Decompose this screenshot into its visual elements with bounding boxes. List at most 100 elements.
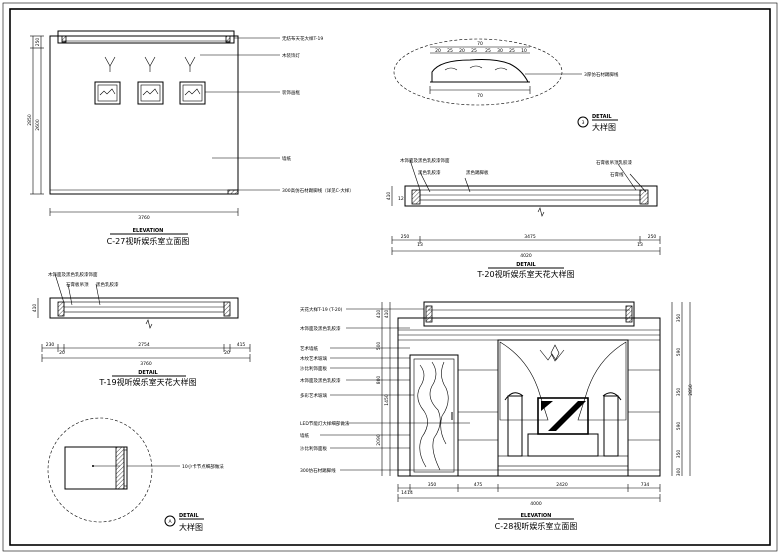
c28-subdim-0: 14 — [401, 490, 407, 496]
c27-label-frame: 装饰画框 — [282, 89, 300, 96]
t19-height: 410 — [32, 304, 38, 313]
t20-label-l1: 黑色乳胶漆 — [418, 169, 441, 176]
detail-a: 10小卡节点细部做法 A DETAIL 大样图 — [47, 417, 224, 532]
c27-label-wallpaper: 墙纸 — [282, 155, 291, 162]
svg-text:天花大样T-19 (T-20): 天花大样T-19 (T-20) — [300, 306, 343, 313]
t19-caption-zh: T-19视听娱乐室天花大样图 — [98, 377, 196, 387]
svg-text:木饰面及黑色乳胶漆: 木饰面及黑色乳胶漆 — [300, 325, 341, 332]
svg-text:20: 20 — [435, 48, 441, 54]
t20-caption-en: DETAIL — [516, 262, 536, 268]
c28-dim-3: 734 — [641, 482, 650, 488]
c27-dim-inner: 2600 — [35, 119, 41, 131]
t19-dim-2: 2754 — [138, 342, 150, 348]
c28-left-dim-4: 1450 — [384, 394, 390, 406]
c27-dim-top: 250 — [35, 38, 41, 47]
svg-text:20: 20 — [459, 48, 465, 54]
detail-3: 70 20 25 20 25 25 30 25 10 70 3厚仿石材踢脚线 3… — [393, 38, 619, 132]
detailA-label: 10小卡节点细部做法 — [182, 463, 224, 470]
svg-text:沙比利饰面板: 沙比利饰面板 — [300, 365, 327, 372]
svg-text:25: 25 — [471, 48, 477, 54]
elevation-c27: 2850 2600 250 3760 无纺布天花大样T-19 木装饰灯 装饰画框… — [27, 30, 354, 246]
c28-caption-zh: C-28视听娱乐室立面图 — [495, 521, 578, 531]
detail3-number: 3 — [582, 120, 585, 126]
feature-wall — [497, 339, 629, 477]
c28-dim-1: 475 — [474, 482, 483, 488]
c28-left-dim-0: 410 — [376, 310, 382, 319]
picture-frame-1 — [94, 56, 121, 105]
detail3-top-total: 70 — [477, 41, 483, 47]
c28-right-dim-2: 350 — [676, 388, 682, 397]
c28-total: 4000 — [530, 501, 542, 507]
picture-frame-3 — [179, 56, 206, 105]
t20-label-r1: 石膏线 — [610, 171, 624, 178]
detailA-caption-en: DETAIL — [179, 513, 199, 519]
t19-label-0: 木饰面及黑色乳胶漆饰面 — [48, 271, 98, 278]
detail-t20: 410 12 木饰面及黑色乳胶漆饰面 黑色乳胶漆 黑色踢脚板 石膏板吊顶乳胶漆 … — [386, 157, 661, 279]
detailA-caption-zh: 大样图 — [179, 522, 203, 532]
svg-text:LED节能灯大样细部做法: LED节能灯大样细部做法 — [300, 420, 350, 427]
detail3-top-dims: 20 25 20 25 25 30 25 10 — [435, 48, 527, 54]
t19-caption-en: DETAIL — [138, 370, 158, 376]
c28-right-dim-1: 590 — [676, 348, 682, 357]
t20-total: 4020 — [520, 253, 532, 259]
c28-subdim-1: 14 — [407, 490, 413, 496]
svg-text:墙纸: 墙纸 — [300, 432, 309, 439]
svg-text:25: 25 — [509, 48, 515, 54]
svg-text:木纹艺术玻璃: 木纹艺术玻璃 — [300, 355, 327, 362]
svg-text:艺术墙纸: 艺术墙纸 — [300, 345, 318, 352]
c28-labels: 天花大样T-19 (T-20) 木饰面及黑色乳胶漆 艺术墙纸 木纹艺术玻璃 沙比… — [300, 306, 470, 474]
t20-height: 410 — [386, 192, 392, 201]
svg-text:木饰面及黑色乳胶漆: 木饰面及黑色乳胶漆 — [300, 377, 341, 384]
t20-subdim-0: 13 — [417, 242, 423, 248]
t20-label-r0: 石膏板吊顶乳胶漆 — [596, 159, 632, 166]
picture-frame-2 — [137, 56, 164, 105]
c28-height: 2850 — [688, 384, 694, 396]
detail3-caption-zh: 大样图 — [592, 122, 616, 132]
c27-caption-zh: C-27视听娱乐室立面图 — [107, 236, 190, 246]
sheet-frame — [9, 8, 771, 546]
svg-text:30: 30 — [497, 48, 503, 54]
t19-label-2: 黑色乳胶漆 — [96, 281, 119, 288]
t19-dim-4: 415 — [237, 342, 246, 348]
t19-label-1: 石膏板吊顶 — [66, 281, 89, 288]
t20-caption-zh: T-20视听娱乐室天花大样图 — [476, 269, 574, 279]
t20-dim-1: 3475 — [524, 234, 536, 240]
c28-right-dim-3: 590 — [676, 422, 682, 431]
svg-text:25: 25 — [485, 48, 491, 54]
t20-tick-left: 12 — [398, 196, 404, 202]
c27-label-lamp: 木装饰灯 — [282, 52, 300, 59]
c28-caption-en: ELEVATION — [521, 513, 552, 519]
detail3-bottom-total: 70 — [477, 93, 483, 99]
t20-label-l2: 黑色踢脚板 — [466, 169, 489, 176]
c27-dim-outer: 2850 — [27, 114, 33, 126]
door — [409, 354, 459, 477]
svg-text:10: 10 — [521, 48, 527, 54]
elevation-c28: 410 410 500 800 1450 2090 天花大样T-19 (T-20… — [300, 301, 694, 531]
t19-dim-3: 20 — [224, 350, 230, 356]
svg-text:300仿石材踢脚线: 300仿石材踢脚线 — [300, 467, 336, 474]
t20-label-l0: 木饰面及黑色乳胶漆饰面 — [400, 157, 450, 164]
t19-dim-1: 20 — [59, 350, 65, 356]
t20-subdim-1: 13 — [637, 242, 643, 248]
c28-dim-0: 350 — [428, 482, 437, 488]
c28-left-dim-5: 2090 — [376, 434, 382, 446]
c28-left-dim-2: 500 — [376, 342, 382, 351]
c28-left-dim-1: 410 — [384, 310, 390, 319]
c28-right-dim-4: 350 — [676, 450, 682, 459]
t20-dim-0: 250 — [401, 234, 410, 240]
t19-dim-0: 230 — [46, 342, 55, 348]
detail3-label: 3厚仿石材踢脚线 — [584, 71, 619, 78]
c28-right-dim-5: 300 — [676, 468, 682, 477]
c28-dim-2: 2420 — [556, 482, 568, 488]
c28-right-dim-0: 350 — [676, 314, 682, 323]
svg-text:沙比利饰面板: 沙比利饰面板 — [300, 445, 327, 452]
svg-text:多彩艺术玻璃: 多彩艺术玻璃 — [300, 392, 327, 399]
c27-label-ceiling: 无纺布天花大样T-19 — [282, 35, 323, 42]
c27-dim-width: 3760 — [138, 215, 150, 221]
t19-total: 3760 — [140, 361, 152, 367]
detail3-caption-en: DETAIL — [592, 114, 612, 120]
detailA-letter: A — [168, 519, 172, 525]
